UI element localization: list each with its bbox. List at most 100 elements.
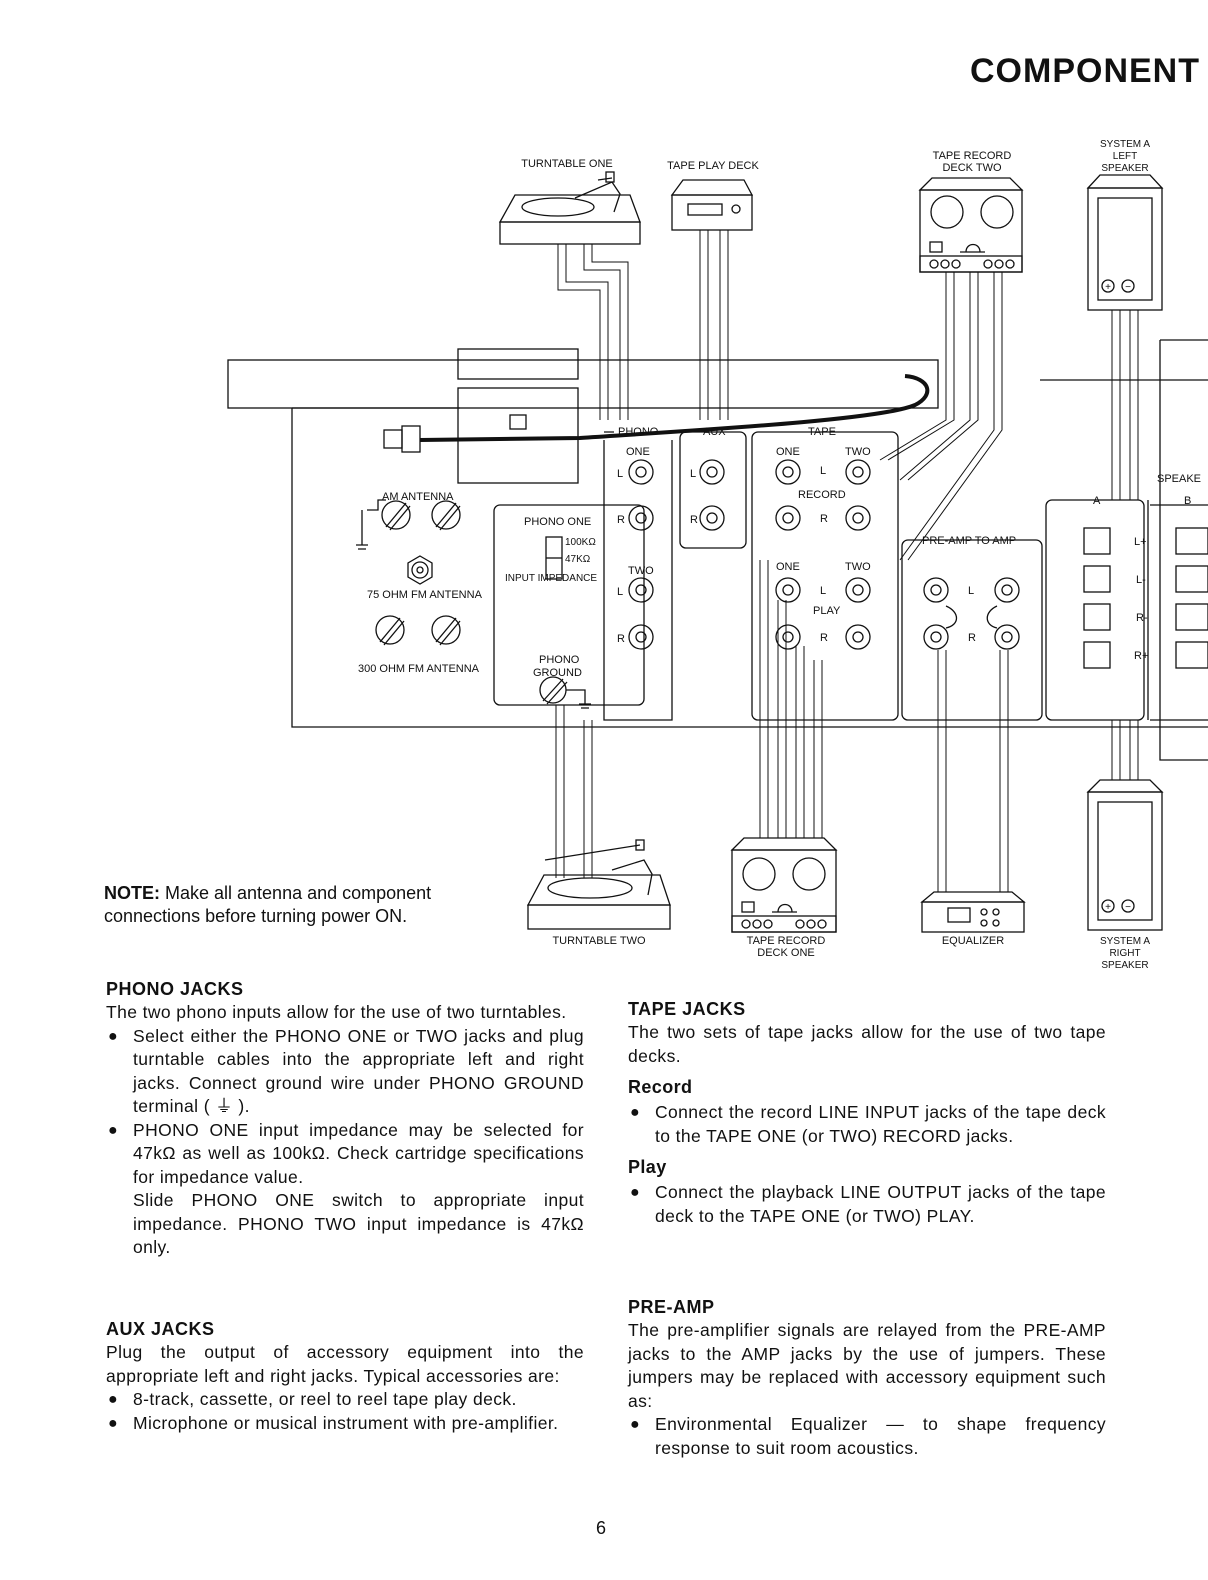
tape-play-label: PLAY <box>813 605 841 617</box>
record-subheading: Record <box>628 1077 693 1097</box>
antenna-bar <box>227 359 939 409</box>
speaker-a-label: A <box>1093 495 1101 507</box>
tape-l-1: L <box>820 465 826 477</box>
phono-bullet-1: Select either the PHONO ONE or TWO jacks… <box>133 1025 584 1117</box>
tape-record-deck-one <box>730 837 838 933</box>
phono-jacks-section: PHONO JACKS The two phono inputs allow f… <box>106 978 584 1260</box>
aux-jacks <box>699 459 725 531</box>
tape-play-two-label: TWO <box>845 561 871 573</box>
phono-two-r: R <box>617 633 625 645</box>
list-item: ●Select either the PHONO ONE or TWO jack… <box>108 1025 584 1117</box>
left-speaker-label-2: LEFT <box>1113 151 1137 162</box>
list-item: ●Microphone or musical instrument with p… <box>108 1412 559 1433</box>
preamp-to-amp-label: PRE-AMP TO AMP <box>922 535 1016 547</box>
fm300-label: 300 OHM FM ANTENNA <box>358 663 480 675</box>
list-item: ●Environmental Equalizer — to shape freq… <box>630 1414 1106 1458</box>
list-item: ●PHONO ONE input impedance may be select… <box>106 1119 584 1260</box>
antenna-cable <box>419 374 930 442</box>
aux-jacks-section: AUX JACKS Plug the output of accessory e… <box>106 1318 584 1435</box>
tape-jacks-heading: TAPE JACKS <box>628 999 746 1019</box>
note: NOTE: Make all antenna and component con… <box>104 882 504 928</box>
aux-group-outline <box>679 431 747 549</box>
aux-r: R <box>690 514 698 526</box>
page-number: 6 <box>596 1518 607 1538</box>
aux-jacks-heading: AUX JACKS <box>106 1319 215 1339</box>
page-title: COMPONENT <box>970 52 1200 90</box>
phono-one-box <box>493 504 645 706</box>
right-speaker-label-3: SPEAKER <box>1101 960 1148 971</box>
svg-text:−: − <box>1125 282 1131 293</box>
connection-cables <box>555 230 1139 892</box>
fm300-antenna-terminals <box>375 615 461 646</box>
speakers-label: SPEAKE <box>1157 473 1201 485</box>
r-minus-label: R- <box>1136 612 1148 624</box>
phono-two-l: L <box>617 586 623 598</box>
phono-bullet-2: PHONO ONE input impedance may be selecte… <box>133 1119 584 1187</box>
phono-group-outline <box>603 440 673 721</box>
tape-record-label: RECORD <box>798 489 846 501</box>
am-antenna-terminals <box>356 499 461 550</box>
antenna-mount <box>457 387 579 484</box>
system-a-right-speaker <box>1086 779 1164 931</box>
phono-one-box-label: PHONO ONE <box>524 516 591 528</box>
phono-one-r: R <box>617 514 625 526</box>
phono-bullet-2-continuation: Slide PHONO ONE switch to appropriate in… <box>133 1190 584 1257</box>
phono-group-label: PHONO <box>618 426 659 438</box>
tape-record-deck-one-label-1: TAPE RECORD <box>747 935 826 947</box>
phono-ground-terminal <box>539 676 591 709</box>
impedance-100k-label: 100KΩ <box>565 537 596 548</box>
tape-record-deck-two <box>918 177 1024 273</box>
svg-text:+: + <box>1105 902 1111 913</box>
speaker-terminals <box>1083 527 1208 669</box>
turntable-two <box>526 839 671 930</box>
am-antenna-label: AM ANTENNA <box>382 491 454 503</box>
equalizer-label: EQUALIZER <box>942 935 1004 947</box>
aux-jacks-intro: Plug the output of accessory equipment i… <box>106 1342 584 1386</box>
list-item: ●8-track, cassette, or reel to reel tape… <box>108 1389 517 1409</box>
svg-text:−: − <box>1125 902 1131 913</box>
note-text: Make all antenna and component connectio… <box>104 883 432 926</box>
aux-group-label: AUX <box>703 426 726 438</box>
tape-play-deck <box>670 179 754 231</box>
phono-ground-label-2: GROUND <box>533 667 582 679</box>
aux-l: L <box>690 468 696 480</box>
list-item: ●Connect the playback LINE OUTPUT jacks … <box>630 1182 1106 1226</box>
right-speaker-label-2: RIGHT <box>1109 948 1140 959</box>
pre-amp-intro: The pre-amplifier signals are relayed fr… <box>628 1320 1106 1411</box>
tape-one-label: ONE <box>776 446 800 458</box>
phono-jacks <box>628 459 654 650</box>
preamp-group-outline <box>901 539 1043 721</box>
phono-jacks-heading: PHONO JACKS <box>106 979 244 999</box>
phono-one-l: L <box>617 468 623 480</box>
fm75-antenna-jack <box>407 555 433 585</box>
preamp-l: L <box>968 585 974 597</box>
play-bullet: Connect the playback LINE OUTPUT jacks o… <box>655 1182 1106 1226</box>
tape-jacks-section: TAPE JACKS The two sets of tape jacks al… <box>628 998 1106 1228</box>
right-speaker-label-1: SYSTEM A <box>1100 936 1150 947</box>
phono-jacks-intro: The two phono inputs allow for the use o… <box>106 1002 567 1022</box>
l-minus-label: L- <box>1136 574 1146 586</box>
preamp-jacks <box>923 577 1020 650</box>
rear-panel-outline <box>291 408 1208 728</box>
tape-record-deck-two-label-1: TAPE RECORD <box>933 150 1012 162</box>
note-label: NOTE: <box>104 883 160 903</box>
tape-group-label: TAPE <box>808 426 836 438</box>
record-bullet: Connect the record LINE INPUT jacks of t… <box>655 1102 1106 1146</box>
aux-bullet-2: Microphone or musical instrument with pr… <box>133 1412 559 1433</box>
pre-amp-section: PRE-AMP The pre-amplifier signals are re… <box>628 1296 1106 1460</box>
speaker-b-label: B <box>1184 495 1191 507</box>
component-connection-diagram: +− +− TURNTABLE ONE TAPE PLAY DECK TAPE … <box>227 139 1208 971</box>
tape-group-outline <box>751 431 899 721</box>
list-item: ●Connect the record LINE INPUT jacks of … <box>630 1102 1106 1146</box>
tape-r-2: R <box>820 632 828 644</box>
tape-play-deck-label: TAPE PLAY DECK <box>667 160 759 172</box>
phono-one-label: ONE <box>626 446 650 458</box>
pre-amp-heading: PRE-AMP <box>628 1297 715 1317</box>
equalizer-unit <box>920 891 1026 933</box>
tape-jacks <box>775 459 871 650</box>
turntable-two-label: TURNTABLE TWO <box>552 935 646 947</box>
pre-amp-bullet-1: Environmental Equalizer — to shape frequ… <box>655 1414 1106 1458</box>
play-subheading: Play <box>628 1157 667 1177</box>
phono-two-label: TWO <box>628 565 654 577</box>
tape-r-1: R <box>820 513 828 525</box>
